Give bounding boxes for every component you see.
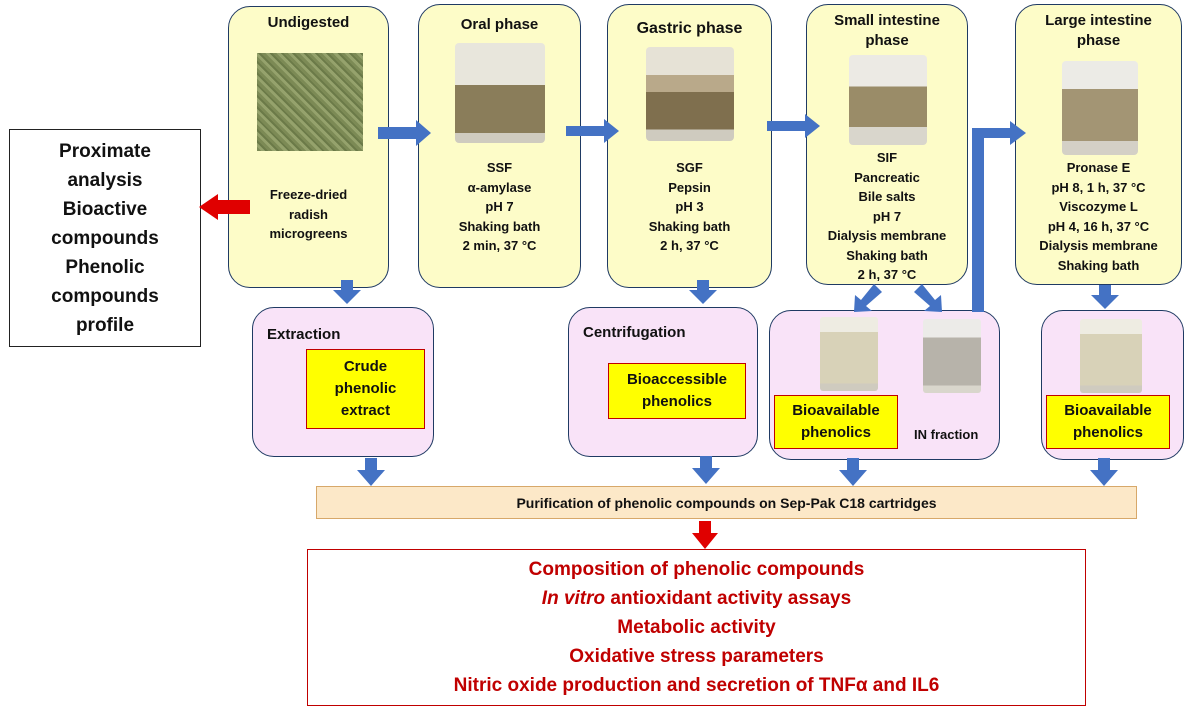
blue-arrow-gastric-small <box>767 114 820 138</box>
extraction-box: Extraction Crude phenolic extract <box>252 307 434 457</box>
bioavailable-beaker-photo <box>820 317 878 391</box>
oral-beaker-photo <box>455 43 545 143</box>
phase-description: SIF Pancreatic Bile salts pH 7 Dialysis … <box>827 150 947 282</box>
bioavailable-phenolics-large-box: Bioavailable phenolics <box>1046 395 1170 449</box>
phase-undigested: Undigested Freeze-dried radish microgree… <box>228 6 389 288</box>
in-vitro-italic: In vitro <box>541 588 606 609</box>
phase-large-intestine: Large intestine phase Pronase E pH 8, 1 … <box>1015 4 1182 285</box>
radish-powder-photo <box>257 53 363 151</box>
phase-title: Oral phase <box>460 16 539 33</box>
centrifugation-label: Centrifugation <box>583 324 686 341</box>
extraction-label: Extraction <box>267 326 341 343</box>
phase-description: SGF Pepsin pH 3 Shaking bath 2 h, 37 °C <box>648 160 731 253</box>
phase-title: Undigested <box>267 14 350 31</box>
phase-title: Large intestine phase <box>1045 12 1152 49</box>
in-fraction-beaker-photo <box>923 319 981 393</box>
phase-oral: Oral phase SSF α-amylase pH 7 Shaking ba… <box>418 4 581 288</box>
antioxidant-text: antioxidant activity assays <box>605 588 852 609</box>
down-arrow-extraction-purif <box>357 458 385 486</box>
blue-arrow-oral-gastric <box>566 119 619 143</box>
outputs-box: Composition of phenolic compounds In vit… <box>307 549 1086 706</box>
bioavailable-large-beaker-photo <box>1080 319 1142 393</box>
in-fraction-label: IN fraction <box>914 427 979 442</box>
output-line-antioxidant: In vitro antioxidant activity assays <box>542 584 851 613</box>
down-arrow-large <box>1091 285 1119 309</box>
gastric-beaker-photo <box>646 47 734 141</box>
purification-bar: Purification of phenolic compounds on Se… <box>316 486 1137 519</box>
red-arrow-down <box>692 521 718 549</box>
down-arrow-small-purif <box>839 458 867 486</box>
phase-gastric: Gastric phase SGF Pepsin pH 3 Shaking ba… <box>607 4 772 288</box>
down-arrow-undigested <box>333 280 361 304</box>
output-line-oxidative: Oxidative stress parameters <box>569 646 824 667</box>
large-intestine-beaker-photo <box>1062 61 1138 155</box>
diag-arrow-left <box>854 284 882 312</box>
blue-arrow-undigested-oral <box>378 120 431 146</box>
bioaccessible-phenolics-box: Bioaccessible phenolics <box>608 363 746 419</box>
output-line-composition: Composition of phenolic compounds <box>528 559 865 580</box>
small-intestine-beaker-photo <box>849 55 927 145</box>
diag-arrow-right <box>914 284 942 312</box>
phase-description: SSF α-amylase pH 7 Shaking bath 2 min, 3… <box>458 160 541 253</box>
phase-title: Small intestine phase <box>834 12 940 49</box>
output-line-nitric-oxide: Nitric oxide production and secretion of… <box>453 675 940 696</box>
bioavailable-phenolics-box: Bioavailable phenolics <box>774 395 898 449</box>
blue-elbow-arrow <box>972 121 1026 312</box>
crude-phenolic-extract-box: Crude phenolic extract <box>306 349 425 429</box>
proximate-analysis-box: Proximate analysis Bioactive compounds P… <box>9 129 201 347</box>
phase-small-intestine: Small intestine phase SIF Pancreatic Bil… <box>806 4 968 285</box>
phase-description: Pronase E pH 8, 1 h, 37 °C Viscozyme L p… <box>1039 160 1158 273</box>
large-intestine-fraction-box: Bioavailable phenolics <box>1041 310 1184 460</box>
phase-description: Freeze-dried radish microgreens <box>269 187 348 241</box>
red-arrow-left <box>199 194 250 220</box>
phase-title: Gastric phase <box>636 20 743 37</box>
output-line-metabolic: Metabolic activity <box>617 617 776 638</box>
down-arrow-large-purif <box>1090 458 1118 486</box>
down-arrow-centrif-purif <box>692 456 720 484</box>
centrifugation-box: Centrifugation Bioaccessible phenolics <box>568 307 758 457</box>
small-intestine-fraction-box: Bioavailable phenolics IN fraction <box>769 310 1000 460</box>
down-arrow-gastric <box>689 280 717 304</box>
